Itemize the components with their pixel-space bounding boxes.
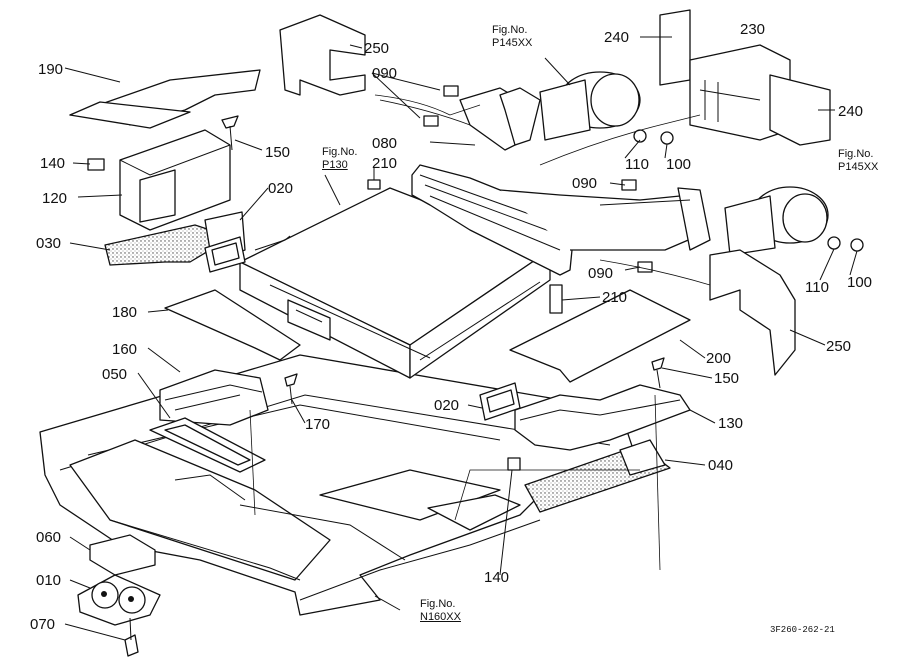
- figure-ref-number: P145XX: [838, 160, 879, 173]
- figure-ref-top-right: Fig.No. P145XX: [838, 148, 878, 173]
- drawing-code: 3F260-262-21: [770, 625, 835, 635]
- figure-ref-title: Fig.No.: [838, 148, 874, 160]
- part-label-130: 130: [718, 415, 744, 432]
- part-label-040: 040: [708, 457, 734, 474]
- part-label-240: 240: [604, 29, 630, 46]
- figure-ref-number: P130: [322, 158, 348, 171]
- part-label-170: 170: [305, 416, 331, 433]
- cover-230-240: [659, 9, 831, 146]
- part-label-150: 150: [714, 370, 740, 387]
- bracket-250-right: [709, 249, 796, 376]
- part-label-210: 210: [602, 289, 628, 306]
- part-label-140: 140: [40, 155, 66, 172]
- part-label-100: 100: [847, 274, 873, 291]
- figure-ref-number: P145XX: [492, 36, 533, 49]
- blower-motor-top: [539, 71, 674, 145]
- panel-190: [69, 69, 261, 129]
- part-label-150: 150: [265, 144, 291, 161]
- part-060: [89, 534, 156, 576]
- leader-lines: [64, 36, 858, 641]
- part-label-210: 210: [372, 155, 398, 172]
- plate-050: [149, 417, 266, 473]
- part-label-100: 100: [666, 156, 692, 173]
- part-label-090: 090: [588, 265, 614, 282]
- part-label-200: 200: [706, 350, 732, 367]
- figure-ref-top-center: Fig.No. P145XX: [492, 24, 532, 49]
- figure-ref-title: Fig.No.: [420, 598, 456, 610]
- gasket-020-lower: [479, 382, 521, 421]
- part-label-020: 020: [268, 180, 294, 197]
- part-label-080: 080: [372, 135, 398, 152]
- figure-ref-center-left: Fig.No. P130: [322, 146, 357, 171]
- part-label-140: 140: [484, 569, 510, 586]
- part-label-090: 090: [372, 65, 398, 82]
- figure-ref-bottom: Fig.No. N160XX: [420, 598, 461, 623]
- figure-ref-title: Fig.No.: [322, 146, 358, 158]
- duct-080: [411, 87, 711, 276]
- part-label-110: 110: [805, 279, 829, 296]
- part-label-230: 230: [740, 21, 766, 38]
- part-label-240: 240: [838, 103, 864, 120]
- duct-120: [119, 129, 231, 231]
- figure-ref-title: Fig.No.: [492, 24, 528, 36]
- part-label-070: 070: [30, 616, 56, 633]
- panel-180: [164, 289, 301, 361]
- part-label-030: 030: [36, 235, 62, 252]
- gasket-020-upper: [204, 236, 246, 273]
- part-label-110: 110: [625, 156, 649, 173]
- part-label-160: 160: [112, 341, 138, 358]
- cover-160: [159, 369, 269, 426]
- part-label-250: 250: [826, 338, 852, 355]
- fasteners: [87, 85, 665, 657]
- blower-motor-right: [724, 186, 864, 256]
- figure-ref-number: N160XX: [420, 610, 461, 623]
- part-label-180: 180: [112, 304, 138, 321]
- part-label-090: 090: [572, 175, 598, 192]
- part-label-010: 010: [36, 572, 62, 589]
- duct-130: [514, 384, 691, 451]
- part-label-190: 190: [38, 61, 64, 78]
- part-label-050: 050: [102, 366, 128, 383]
- bracket-250-top: [279, 14, 366, 96]
- connector-lines: [249, 94, 711, 571]
- part-label-020: 020: [434, 397, 460, 414]
- panel-040: [524, 439, 671, 513]
- part-010: [77, 574, 161, 626]
- part-label-120: 120: [42, 190, 68, 207]
- part-label-060: 060: [36, 529, 62, 546]
- panel-200: [509, 289, 691, 383]
- part-label-250: 250: [364, 40, 390, 57]
